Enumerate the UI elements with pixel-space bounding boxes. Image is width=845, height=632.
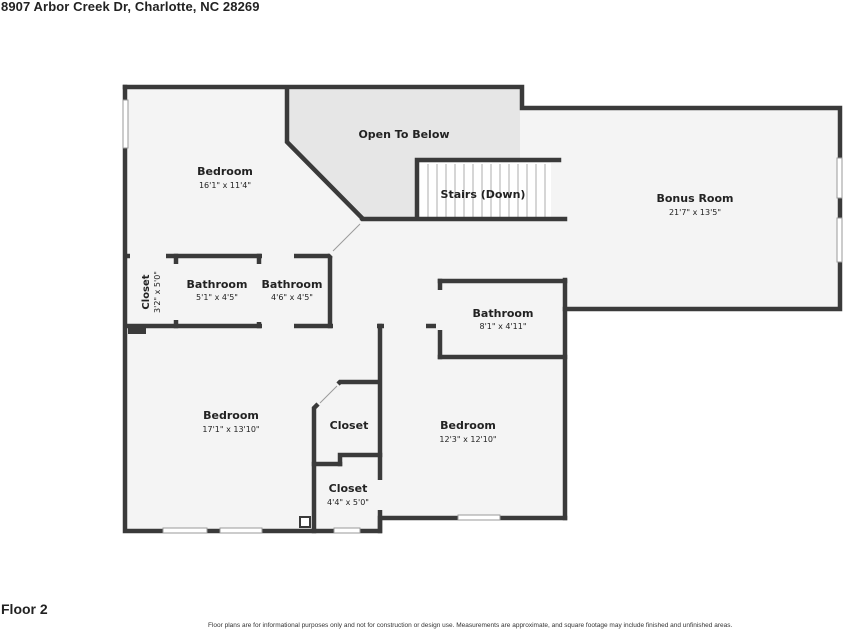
room-name-bathroom-1: Bathroom — [187, 278, 248, 291]
room-dims-bedroom-sw: 17'1" x 13'10" — [202, 425, 259, 434]
floor-label: Floor 2 — [1, 601, 48, 617]
room-name-bedroom-nw: Bedroom — [197, 165, 253, 178]
wall-stub — [128, 327, 146, 334]
room-dims-closet-w: 3'2" x 5'0" — [153, 271, 162, 313]
room-name-closet-w: Closet — [141, 274, 152, 309]
room-dims-bedroom-se: 12'3" x 12'10" — [439, 435, 496, 444]
room-name-bonus-room: Bonus Room — [656, 192, 733, 205]
room-dims-bathroom-3: 8'1" x 4'11" — [479, 322, 526, 331]
property-address: 8907 Arbor Creek Dr, Charlotte, NC 28269 — [1, 0, 260, 14]
room-name-bathroom-3: Bathroom — [473, 307, 534, 320]
room-name-closet-s: Closet — [329, 482, 368, 495]
room-dims-bathroom-1: 5'1" x 4'5" — [196, 293, 238, 302]
room-name-open-to-below: Open To Below — [358, 128, 449, 141]
room-dims-bedroom-nw: 16'1" x 11'4" — [199, 181, 251, 190]
room-name-bathroom-2: Bathroom — [262, 278, 323, 291]
open-to-below-area — [287, 90, 520, 218]
room-name-bedroom-sw: Bedroom — [203, 409, 259, 422]
corner-detail — [299, 516, 311, 528]
windows — [122, 99, 843, 534]
room-name-closet-mid: Closet — [330, 419, 369, 432]
room-name-stairs: Stairs (Down) — [441, 188, 526, 201]
room-dims-closet-s: 4'4" x 5'0" — [327, 498, 369, 507]
room-dims-bonus-room: 21'7" x 13'5" — [669, 208, 721, 217]
disclaimer: Floor plans are for informational purpos… — [208, 622, 733, 629]
room-dims-bathroom-2: 4'6" x 4'5" — [271, 293, 313, 302]
stair-treads — [427, 164, 546, 217]
room-name-bedroom-se: Bedroom — [440, 419, 496, 432]
door-openings — [130, 253, 444, 510]
